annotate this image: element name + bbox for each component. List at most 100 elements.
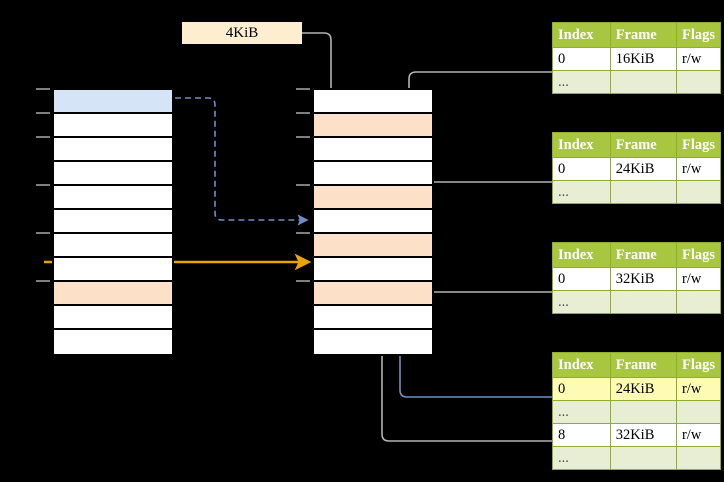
table-cell: 32KiB [609, 423, 677, 447]
physical-memory-row [314, 114, 432, 138]
virtual-address-space-row [54, 282, 172, 306]
table-row: ... [552, 70, 722, 94]
physical-memory-row [314, 258, 432, 282]
row-tick-mark [36, 184, 50, 186]
table-cell: ... [552, 400, 611, 424]
cell-text: 32KiB [615, 270, 655, 287]
column-header-index: Index [552, 132, 611, 158]
column-header-frame: Frame [609, 242, 677, 268]
virtual-address-space-row [54, 258, 172, 282]
physical-memory-column [312, 88, 434, 356]
physical-memory-row [314, 306, 432, 330]
column-header-frame: Frame [609, 352, 677, 378]
physical-memory-row [314, 162, 432, 186]
cell-text: 24KiB [615, 380, 655, 397]
column-header-flags: Flags [675, 352, 722, 378]
table-cell: ... [552, 446, 611, 470]
table-cell: 24KiB [609, 157, 677, 181]
table-cell [609, 180, 677, 204]
table-cell [675, 446, 722, 470]
column-header-flags: Flags [675, 132, 722, 158]
table-cell: 0 [552, 157, 611, 181]
cell-text: 16KiB [615, 50, 655, 67]
row-tick-mark [296, 112, 310, 114]
table-cell [675, 180, 722, 204]
table-cell [609, 446, 677, 470]
cell-text: ... [558, 293, 569, 310]
table-cell: r/w [675, 157, 722, 181]
cell-text: 0 [558, 380, 566, 397]
table-cell [675, 70, 722, 94]
row-tick-mark [296, 136, 310, 138]
table-cell [675, 290, 722, 314]
physical-memory-row [314, 210, 432, 234]
cell-text: r/w [681, 160, 702, 177]
table-cell: ... [552, 290, 611, 314]
physical-memory-row [314, 330, 432, 354]
table-cell: 0 [552, 377, 611, 401]
cell-text: r/w [681, 426, 702, 443]
table-cell: r/w [675, 47, 722, 71]
cell-text: r/w [681, 270, 702, 287]
row-tick-mark [36, 112, 50, 114]
table-cell [675, 400, 722, 424]
table-row: 0 16KiB r/w [552, 47, 722, 71]
cell-text: 0 [558, 50, 566, 67]
table-row: 0 24KiB r/w [552, 377, 722, 401]
physical-memory-row [314, 234, 432, 258]
column-header-flags: Flags [675, 22, 722, 48]
column-header-frame: Frame [609, 22, 677, 48]
column-header-index: Index [552, 242, 611, 268]
physical-memory-row [314, 186, 432, 210]
row-tick-mark [296, 232, 310, 234]
column-header-index: Index [552, 22, 611, 48]
table-row: ... [552, 180, 722, 204]
table-cell: 0 [552, 47, 611, 71]
virtual-address-space-row [54, 90, 172, 114]
table-cell: r/w [675, 377, 722, 401]
table-cell: 16KiB [609, 47, 677, 71]
cell-text: r/w [681, 50, 702, 67]
table-cell: r/w [675, 423, 722, 447]
row-tick-mark [36, 136, 50, 138]
cell-text: r/w [681, 380, 702, 397]
row-tick-mark [36, 232, 50, 234]
virtual-address-space-row [54, 210, 172, 234]
table-cell: r/w [675, 267, 722, 291]
table-row: 0 24KiB r/w [552, 157, 722, 181]
row-tick-mark [296, 280, 310, 282]
table-cell: ... [552, 70, 611, 94]
table-row: ... [552, 446, 722, 470]
cell-text: 32KiB [615, 426, 655, 443]
cell-text: 24KiB [615, 160, 655, 177]
virtual-address-space-row [54, 330, 172, 354]
virtual-address-space-row [54, 138, 172, 162]
cell-text: ... [558, 449, 569, 466]
physical-memory-row [314, 138, 432, 162]
column-header-frame: Frame [609, 132, 677, 158]
table-cell [609, 400, 677, 424]
row-tick-mark [296, 184, 310, 186]
table-cell: 8 [552, 423, 611, 447]
table-cell: 0 [552, 267, 611, 291]
cell-text: 0 [558, 160, 566, 177]
cell-text: ... [558, 403, 569, 420]
physical-memory-row [314, 282, 432, 306]
table-cell: 32KiB [609, 267, 677, 291]
table-cell: 24KiB [609, 377, 677, 401]
virtual-address-space-row [54, 306, 172, 330]
table-cell [609, 70, 677, 94]
virtual-address-space-column [52, 88, 174, 356]
table-cell [609, 290, 677, 314]
